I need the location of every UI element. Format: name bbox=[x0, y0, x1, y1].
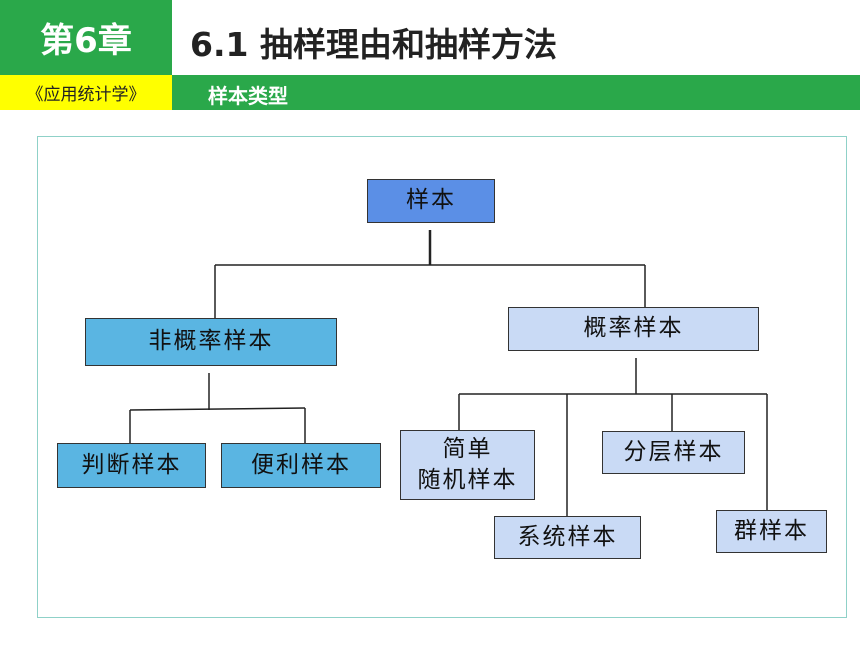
book-title: 《应用统计学》 bbox=[0, 75, 172, 110]
section-title: 6.1 抽样理由和抽样方法 bbox=[190, 25, 557, 64]
chapter-label: 第6章 bbox=[0, 0, 172, 75]
node-convenience-sample: 便利样本 bbox=[221, 443, 381, 488]
node-stratified-sample: 分层样本 bbox=[602, 431, 745, 474]
node-non-probability-sample: 非概率样本 bbox=[85, 318, 337, 366]
node-probability-sample: 概率样本 bbox=[508, 307, 759, 351]
node-sample: 样本 bbox=[367, 179, 495, 223]
node-judgment-sample: 判断样本 bbox=[57, 443, 206, 488]
subtitle-bar bbox=[172, 75, 860, 110]
diagram-frame bbox=[37, 136, 847, 618]
node-systematic-sample: 系统样本 bbox=[494, 516, 641, 559]
simple-random-line1: 简单 bbox=[442, 435, 493, 462]
subtitle: 样本类型 bbox=[208, 84, 288, 108]
node-cluster-sample: 群样本 bbox=[716, 510, 827, 553]
simple-random-line2: 随机样本 bbox=[417, 467, 518, 493]
node-simple-random-sample: 简单 随机样本 bbox=[400, 430, 535, 500]
